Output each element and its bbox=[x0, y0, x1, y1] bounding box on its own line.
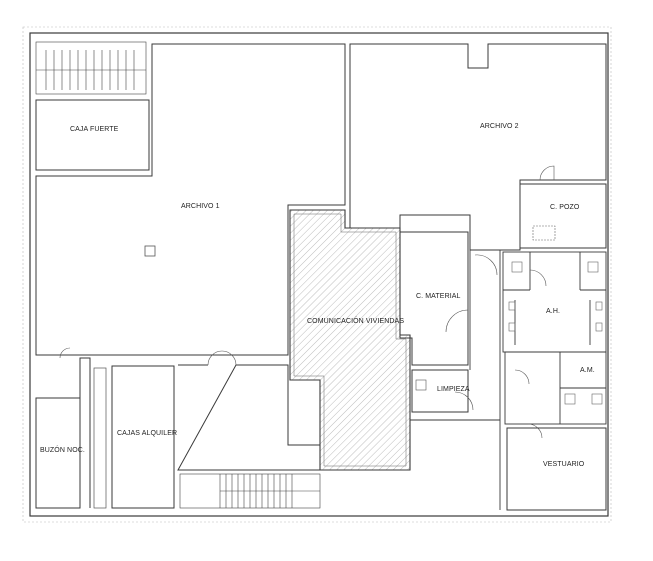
corridor-walls bbox=[410, 215, 501, 510]
room-ah bbox=[502, 251, 607, 353]
label-limpieza: LIMPIEZA bbox=[437, 386, 470, 393]
label-c-pozo: C. POZO bbox=[550, 204, 580, 211]
label-comunicacion-viviendas: COMUNICACIÓN VIVIENDAS bbox=[307, 318, 405, 325]
room-cajas-alquiler bbox=[111, 365, 175, 509]
room-c-material bbox=[399, 231, 469, 366]
label-archivo-2: ARCHIVO 2 bbox=[480, 123, 519, 130]
room-limpieza bbox=[411, 369, 469, 413]
door-buzon bbox=[59, 347, 71, 359]
room-bottom-center bbox=[177, 364, 321, 471]
door-ah bbox=[529, 269, 547, 287]
plot-boundary bbox=[22, 26, 612, 523]
column bbox=[144, 245, 156, 257]
stair-bottom bbox=[179, 473, 321, 509]
door-c-material bbox=[445, 309, 469, 333]
room-buzon-noc bbox=[35, 397, 81, 509]
door-corridor bbox=[474, 254, 498, 276]
room-c-pozo bbox=[519, 183, 607, 249]
label-caja-fuerte: CAJA FUERTE bbox=[70, 126, 119, 133]
pozo-box bbox=[532, 225, 556, 241]
room-caja-fuerte bbox=[35, 99, 150, 171]
door-limpieza bbox=[454, 391, 474, 411]
duct bbox=[93, 367, 107, 509]
label-vestuario: VESTUARIO bbox=[543, 461, 585, 468]
room-archivo-2 bbox=[349, 43, 607, 251]
label-buzon-noc: BUZÓN NOC. bbox=[40, 447, 85, 454]
room-am bbox=[504, 351, 607, 425]
room-comunicacion-viviendas bbox=[289, 209, 411, 471]
toilet-fixtures bbox=[508, 261, 603, 332]
am-fixtures bbox=[564, 393, 603, 405]
door-am-2 bbox=[527, 423, 543, 439]
limpieza-sink bbox=[415, 379, 427, 391]
buzon-wall bbox=[79, 357, 91, 508]
label-cajas-alquiler: CAJAS ALQUILER bbox=[117, 430, 178, 437]
room-comunicacion-viviendas-inner bbox=[293, 213, 407, 467]
door-archivo-2 bbox=[539, 165, 555, 181]
room-vestuario bbox=[506, 427, 607, 511]
room-archivo-1 bbox=[35, 43, 346, 356]
label-c-material: C. MATERIAL bbox=[416, 293, 461, 300]
door-am bbox=[514, 369, 530, 385]
label-am: A.M. bbox=[580, 367, 595, 374]
stair-top-left bbox=[35, 41, 147, 95]
door-bottom-center bbox=[207, 350, 237, 366]
label-ah: A.H. bbox=[546, 308, 561, 315]
building-outline bbox=[29, 32, 609, 517]
label-archivo-1: ARCHIVO 1 bbox=[181, 203, 220, 210]
